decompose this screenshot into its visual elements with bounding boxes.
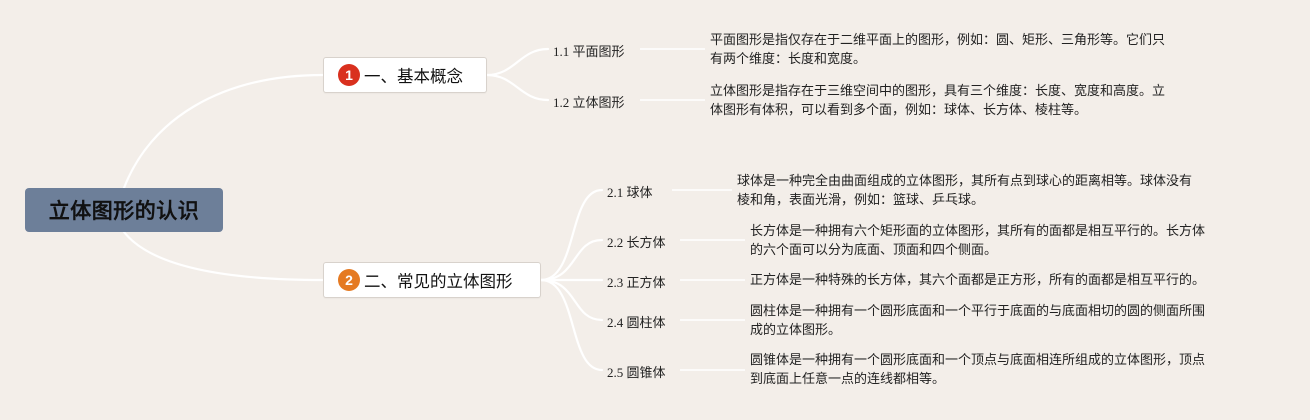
connector-branch2-leaf-4 bbox=[539, 278, 604, 322]
subtopic-2-5[interactable]: 2.5 圆锥体 bbox=[607, 362, 666, 381]
description-1-2[interactable]: 立体图形是指存在于三维空间中的图形，具有三个维度：长度、宽度和高度。立 体图形有… bbox=[710, 82, 1220, 120]
connector-root-branch-1 bbox=[122, 73, 325, 190]
priority-marker-1-icon: 1 bbox=[338, 64, 360, 86]
description-1-1[interactable]: 平面图形是指仅存在于二维平面上的图形，例如：圆、矩形、三角形等。它们只 有两个维… bbox=[710, 31, 1220, 69]
description-2-4[interactable]: 圆柱体是一种拥有一个圆形底面和一个平行于底面的与底面相切的圆的侧面所围 成的立体… bbox=[750, 302, 1260, 340]
connector-branch2-leaf-1 bbox=[539, 188, 604, 282]
subtopic-2-4[interactable]: 2.4 圆柱体 bbox=[607, 312, 666, 331]
description-line: 到底面上任意一点的连线都相等。 bbox=[750, 372, 946, 387]
description-line: 棱和角，表面光滑，例如：篮球、乒乓球。 bbox=[737, 193, 985, 208]
root-topic[interactable]: 立体图形的认识 bbox=[25, 188, 223, 232]
branch-topic-2[interactable]: 2 二、常见的立体图形 bbox=[323, 262, 541, 298]
subtopic-1-2[interactable]: 1.2 立体图形 bbox=[553, 92, 625, 111]
description-line: 有两个维度：长度和宽度。 bbox=[710, 52, 867, 67]
description-2-2[interactable]: 长方体是一种拥有六个矩形面的立体图形，其所有的面都是相互平行的。长方体 的六个面… bbox=[750, 222, 1260, 260]
description-line: 球体是一种完全由曲面组成的立体图形，其所有点到球心的距离相等。球体没有 bbox=[737, 174, 1193, 189]
subtopic-2-3-label: 2.3 正方体 bbox=[607, 275, 666, 290]
connector-branch2-leaf-5 bbox=[539, 278, 604, 372]
description-line: 成的立体图形。 bbox=[750, 323, 842, 338]
subtopic-1-1-label: 1.1 平面图形 bbox=[553, 44, 625, 59]
subtopic-2-3[interactable]: 2.3 正方体 bbox=[607, 272, 666, 291]
subtopic-2-4-label: 2.4 圆柱体 bbox=[607, 315, 666, 330]
subtopic-2-2-label: 2.2 长方体 bbox=[607, 235, 666, 250]
connector-root-branch-2 bbox=[122, 230, 325, 282]
branch-topic-2-label: 二、常见的立体图形 bbox=[364, 272, 513, 291]
description-line: 平面图形是指仅存在于二维平面上的图形，例如：圆、矩形、三角形等。它们只 bbox=[710, 33, 1166, 48]
description-2-5[interactable]: 圆锥体是一种拥有一个圆形底面和一个顶点与底面相连所组成的立体图形，顶点 到底面上… bbox=[750, 351, 1260, 389]
description-line: 体图形有体积，可以看到多个面，例如：球体、长方体、棱柱等。 bbox=[710, 103, 1088, 118]
subtopic-2-1-label: 2.1 球体 bbox=[607, 185, 653, 200]
branch-topic-1-label: 一、基本概念 bbox=[364, 67, 463, 86]
connector-branch2-leaf-2 bbox=[539, 238, 604, 282]
root-topic-label: 立体图形的认识 bbox=[48, 199, 200, 223]
subtopic-1-2-label: 1.2 立体图形 bbox=[553, 95, 625, 110]
subtopic-2-2[interactable]: 2.2 长方体 bbox=[607, 232, 666, 251]
priority-marker-2-icon: 2 bbox=[338, 269, 360, 291]
description-line: 长方体是一种拥有六个矩形面的立体图形，其所有的面都是相互平行的。长方体 bbox=[750, 224, 1206, 239]
description-2-1[interactable]: 球体是一种完全由曲面组成的立体图形，其所有点到球心的距离相等。球体没有 棱和角，… bbox=[737, 172, 1247, 210]
subtopic-2-5-label: 2.5 圆锥体 bbox=[607, 365, 666, 380]
description-line: 的六个面可以分为底面、顶面和四个侧面。 bbox=[750, 243, 998, 258]
description-line: 立体图形是指存在于三维空间中的图形，具有三个维度：长度、宽度和高度。立 bbox=[710, 84, 1166, 99]
branch-topic-1[interactable]: 1 一、基本概念 bbox=[323, 57, 487, 93]
description-2-3[interactable]: 正方体是一种特殊的长方体，其六个面都是正方形，所有的面都是相互平行的。 bbox=[750, 271, 1260, 290]
connector-branch1-leaf-1 bbox=[485, 47, 550, 77]
description-line: 正方体是一种特殊的长方体，其六个面都是正方形，所有的面都是相互平行的。 bbox=[750, 273, 1206, 288]
subtopic-2-1[interactable]: 2.1 球体 bbox=[607, 182, 653, 201]
description-line: 圆锥体是一种拥有一个圆形底面和一个顶点与底面相连所组成的立体图形，顶点 bbox=[750, 353, 1206, 368]
subtopic-1-1[interactable]: 1.1 平面图形 bbox=[553, 41, 625, 60]
connector-branch1-leaf-2 bbox=[485, 73, 550, 102]
description-line: 圆柱体是一种拥有一个圆形底面和一个平行于底面的与底面相切的圆的侧面所围 bbox=[750, 304, 1206, 319]
